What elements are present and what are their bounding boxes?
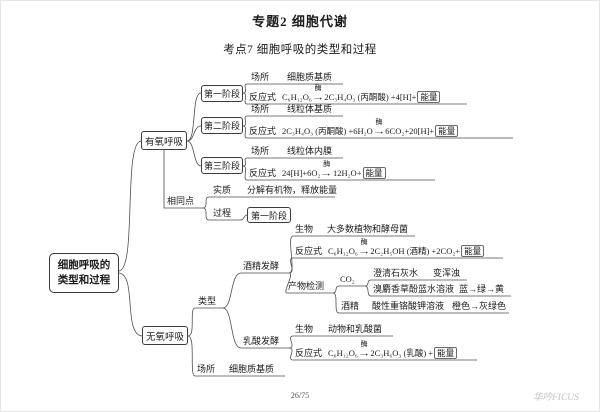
reaction-arrow-icon: 酶→ (357, 239, 371, 258)
stage1-site-label: 场所 (251, 72, 270, 82)
stage3-reaction-label: 反应式 (249, 168, 277, 178)
reaction-lhs: C₆H₁₂O₆ (328, 348, 358, 358)
node-lactic-fermentation: 乳酸发酵 (243, 336, 280, 346)
stage2-site-label: 场所 (251, 104, 270, 114)
node-aerobic: 有氧呼吸 (141, 131, 187, 150)
energy-chip: 能量 (362, 167, 386, 179)
reaction-arrow-icon: 酶→ (311, 85, 325, 104)
enzyme-label: 酶 (375, 118, 383, 126)
alcohol-organism-value: 大多数植物和酵母菌 (327, 224, 409, 234)
energy-chip: 能量 (417, 91, 441, 103)
anaerobic-site-label: 场所 (197, 364, 216, 374)
node-stage3-label: 第三阶段 (203, 161, 240, 171)
root-label: 细胞呼吸的 类型和过程 (57, 260, 111, 286)
reaction-rhs: 2C₃H₆O₃ (乳酸) + (370, 348, 434, 358)
connector-lines (118, 83, 513, 377)
node-stage1-label: 第一阶段 (203, 89, 240, 99)
product-detection-label: 产物检测 (288, 281, 325, 291)
arrow-glyph: → (311, 92, 325, 102)
anaerobic-site-value: 细胞质基质 (229, 364, 275, 374)
enzyme-label: 酶 (323, 160, 331, 168)
node-anaerobic-label: 无氧呼吸 (145, 332, 184, 343)
node-common-label: 相同点 (167, 196, 195, 206)
dichromate-result: 橙色→灰绿色 (452, 301, 507, 311)
common-process-value: 第一阶段 (250, 210, 287, 221)
anaerobic-type-label: 类型 (198, 296, 217, 306)
node-stage3: 第三阶段 (201, 157, 243, 174)
dichromate-reagent: 酸性重铬酸钾溶液 (372, 301, 445, 311)
reaction-arrow-icon: 酶→ (357, 341, 371, 360)
stage2-site-value: 线粒体基质 (287, 104, 333, 114)
common-process-value-box: 第一阶段 (247, 207, 291, 223)
co2-branch-label: CO₂ (340, 274, 355, 284)
node-alcohol-fermentation: 酒精发酵 (243, 261, 280, 271)
watermark: 华吟FICUS (533, 393, 579, 403)
reaction-arrow-icon: 酶→ (372, 119, 386, 138)
reaction-lhs: C₆H₁₂O₆ (328, 246, 358, 256)
page-subtitle: 考点7 细胞呼吸的类型和过程 (223, 44, 377, 56)
reaction-lhs: C₆H₁₂O₆ (282, 92, 312, 102)
alcohol-reaction-label: 反应式 (295, 246, 323, 256)
common-essence-label: 实质 (213, 185, 232, 195)
stage3-site-label: 场所 (251, 146, 270, 156)
lactic-organism-label: 生物 (295, 324, 314, 334)
common-process-label: 过程 (213, 208, 232, 218)
lactic-reaction-label: 反应式 (295, 348, 323, 358)
node-anaerobic: 无氧呼吸 (142, 326, 188, 345)
page-number: 26/75 (290, 391, 310, 400)
energy-chip: 能量 (434, 347, 458, 359)
btb-result: 蓝→绿→黄 (459, 284, 505, 294)
lactic-organism-value: 动物和乳酸菌 (328, 324, 383, 334)
reaction-lhs: 2C₃H₄O₃ (丙酮酸) +6H₂O (282, 126, 373, 136)
common-essence-value: 分解有机物，释放能量 (247, 185, 338, 195)
alcohol-organism-label: 生物 (295, 224, 314, 234)
btb-reagent: 溴麝香草酚蓝水溶液 (373, 284, 455, 294)
arrow-glyph: → (357, 246, 371, 256)
root-node: 细胞呼吸的 类型和过程 (49, 253, 119, 293)
page-title: 专题2 细胞代谢 (252, 14, 348, 29)
stage3-site-value: 线粒体内膜 (287, 146, 333, 156)
node-stage2: 第二阶段 (201, 117, 243, 134)
node-stage2-label: 第二阶段 (203, 121, 240, 131)
enzyme-label: 酶 (314, 84, 322, 92)
enzyme-label: 酶 (360, 340, 368, 348)
lime-water-reagent: 澄清石灰水 (373, 268, 419, 278)
energy-chip: 能量 (435, 125, 459, 137)
stage1-reaction-label: 反应式 (249, 92, 277, 102)
reaction-lhs: 24[H]+6O₂ (282, 168, 321, 178)
stage1-site-value: 细胞质基质 (287, 72, 333, 82)
arrow-glyph: → (372, 126, 386, 136)
lime-water-result: 变浑浊 (433, 268, 461, 278)
arrow-glyph: → (357, 348, 371, 358)
reaction-arrow-icon: 酶→ (320, 161, 334, 180)
energy-chip: 能量 (461, 245, 485, 257)
stage2-reaction-label: 反应式 (249, 126, 277, 136)
ethanol-branch-label: 酒精 (341, 301, 360, 311)
enzyme-label: 酶 (360, 238, 368, 246)
node-stage1: 第一阶段 (201, 85, 243, 102)
reaction-rhs: 2C₂H₅OH (酒精) +2CO₂+ (370, 246, 461, 256)
node-aerobic-label: 有氧呼吸 (144, 137, 183, 148)
arrow-glyph: → (320, 168, 334, 178)
reaction-rhs: 2C₃H₄O₃ (丙酮酸) +4[H]+ (324, 92, 417, 102)
reaction-rhs: 12H₂O+ (332, 168, 362, 178)
reaction-rhs: 6CO₂+20[H]+ (385, 126, 435, 136)
